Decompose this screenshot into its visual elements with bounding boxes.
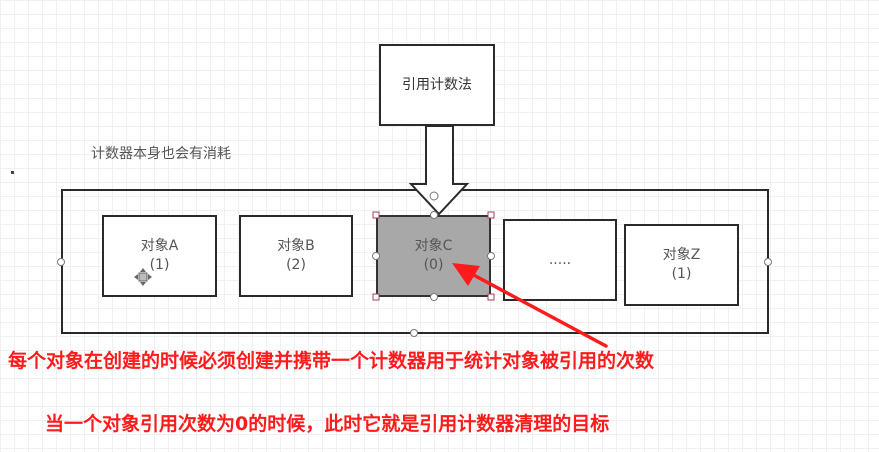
selection-handle-br[interactable]: [487, 293, 495, 301]
object-ellipsis-label: .....: [548, 251, 572, 268]
object-c-name: 对象C: [414, 238, 453, 254]
down-arrow-icon: [408, 125, 470, 216]
red-arrow-line: [466, 270, 608, 348]
object-z-name: 对象Z: [662, 247, 701, 263]
selection-handle-top[interactable]: [430, 211, 438, 219]
object-z-box[interactable]: 对象Z (1): [624, 224, 739, 306]
rotate-handle[interactable]: [429, 191, 439, 201]
selection-handle-tr[interactable]: [487, 211, 495, 219]
object-c-box[interactable]: 对象C (0): [376, 215, 491, 297]
object-a-box[interactable]: 对象A (1): [102, 215, 217, 297]
container-handle-bottom[interactable]: [410, 329, 418, 337]
object-z-count: (1): [671, 266, 692, 282]
object-b-name: 对象B: [277, 238, 315, 254]
reference-counting-label: 引用计数法: [402, 76, 472, 93]
selection-handle-left[interactable]: [372, 252, 380, 260]
stray-dot: [11, 171, 14, 174]
selection-handle-tl[interactable]: [372, 211, 380, 219]
selection-handle-bottom[interactable]: [430, 293, 438, 301]
selection-handle-right[interactable]: [487, 252, 495, 260]
selection-handle-bl[interactable]: [372, 293, 380, 301]
reference-counting-box[interactable]: 引用计数法: [379, 44, 495, 126]
annotation-cleanup-target: 当一个对象引用次数为0的时候，此时它就是引用计数器清理的目标: [45, 413, 610, 435]
object-c-count: (0): [423, 257, 444, 273]
container-handle-right[interactable]: [764, 258, 772, 266]
counter-cost-note: 计数器本身也会有消耗: [91, 146, 231, 162]
object-a-count: (1): [149, 257, 170, 273]
object-a-name: 对象A: [140, 238, 179, 254]
red-arrow-head-icon: [452, 263, 480, 286]
object-b-count: (2): [286, 257, 306, 273]
object-ellipsis-box[interactable]: .....: [503, 219, 617, 301]
move-cursor-icon: [134, 268, 152, 286]
object-b-box[interactable]: 对象B (2): [239, 215, 353, 297]
container-handle-left[interactable]: [57, 258, 65, 266]
annotation-counter-requirement: 每个对象在创建的时候必须创建并携带一个计数器用于统计对象被引用的次数: [8, 350, 655, 372]
